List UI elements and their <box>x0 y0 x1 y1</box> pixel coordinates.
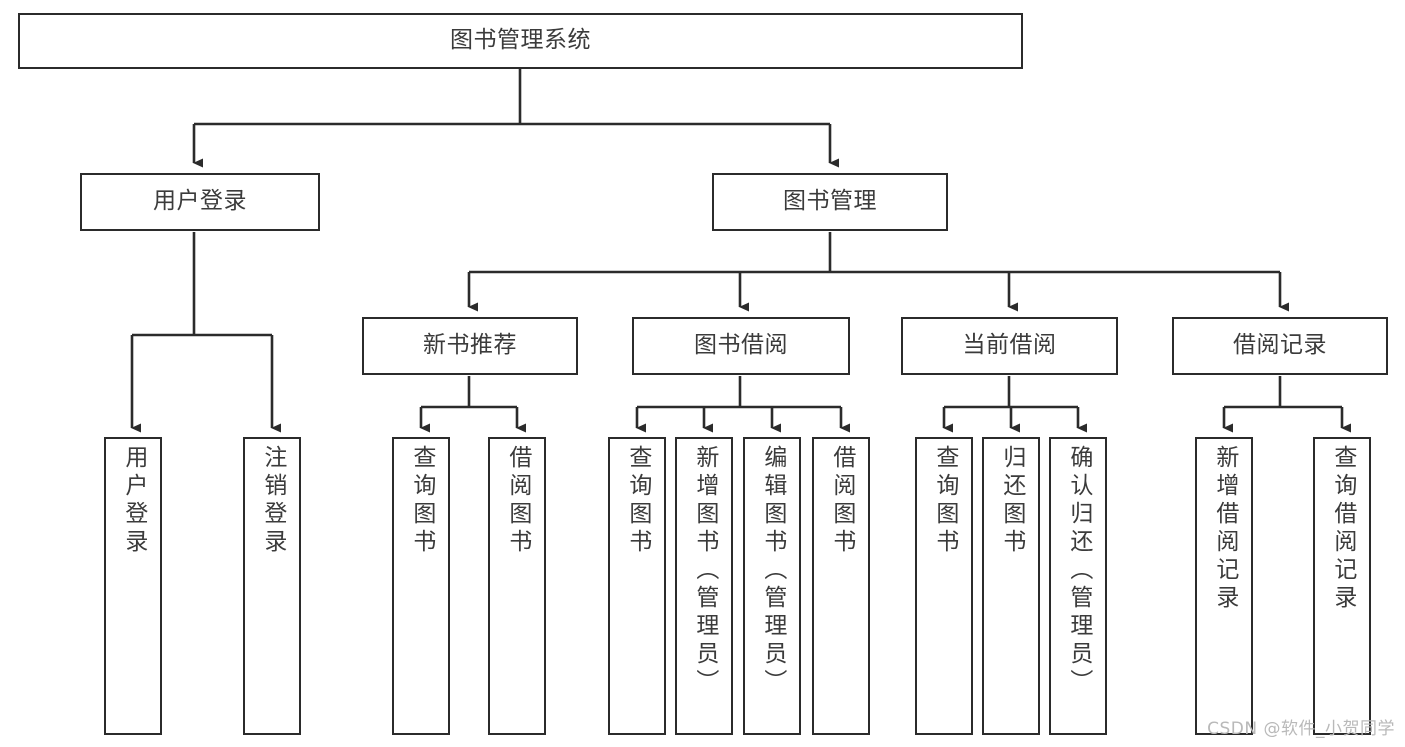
leaf-query-borrow-record[interactable]: 查询借阅记录 <box>1313 437 1371 735</box>
node-label: 借阅记录 <box>1233 332 1327 359</box>
node-label: 确认归还（管理员） <box>1065 445 1092 697</box>
node-label: 新增借阅记录 <box>1211 445 1238 613</box>
leaf-user-login[interactable]: 用户登录 <box>104 437 162 735</box>
node-label: 注销登录 <box>259 445 286 557</box>
leaf-return-book[interactable]: 归还图书 <box>982 437 1040 735</box>
node-label: 图书借阅 <box>694 332 788 359</box>
node-label: 图书管理系统 <box>450 27 591 54</box>
node-label: 查询图书 <box>624 445 651 557</box>
node-book-management[interactable]: 图书管理 <box>712 173 948 231</box>
node-user-login[interactable]: 用户登录 <box>80 173 320 231</box>
node-new-book-recommend[interactable]: 新书推荐 <box>362 317 578 375</box>
node-label: 编辑图书（管理员） <box>759 445 786 697</box>
node-root-book-management-system[interactable]: 图书管理系统 <box>18 13 1023 69</box>
leaf-edit-book-admin[interactable]: 编辑图书（管理员） <box>743 437 801 735</box>
leaf-query-book-recommend[interactable]: 查询图书 <box>392 437 450 735</box>
node-label: 当前借阅 <box>962 332 1057 359</box>
leaf-add-borrow-record[interactable]: 新增借阅记录 <box>1195 437 1253 735</box>
node-current-borrow[interactable]: 当前借阅 <box>901 317 1118 375</box>
node-label: 借阅图书 <box>504 445 531 557</box>
node-borrow-record[interactable]: 借阅记录 <box>1172 317 1388 375</box>
leaf-borrow-book[interactable]: 借阅图书 <box>812 437 870 735</box>
leaf-query-book-borrow[interactable]: 查询图书 <box>608 437 666 735</box>
leaf-add-book-admin[interactable]: 新增图书（管理员） <box>675 437 733 735</box>
watermark-text: CSDN @软件_小贺同学 <box>1207 719 1395 739</box>
node-label: 查询图书 <box>931 445 958 557</box>
node-label: 查询图书 <box>408 445 435 557</box>
node-label: 图书管理 <box>783 188 877 215</box>
node-label: 查询借阅记录 <box>1329 445 1356 613</box>
node-label: 新增图书（管理员） <box>691 445 718 697</box>
node-label: 借阅图书 <box>828 445 855 557</box>
node-label: 归还图书 <box>998 445 1025 557</box>
node-book-borrow[interactable]: 图书借阅 <box>632 317 850 375</box>
leaf-confirm-return-admin[interactable]: 确认归还（管理员） <box>1049 437 1107 735</box>
node-label: 新书推荐 <box>423 332 517 359</box>
leaf-query-book-current[interactable]: 查询图书 <box>915 437 973 735</box>
leaf-borrow-book-recommend[interactable]: 借阅图书 <box>488 437 546 735</box>
node-label: 用户登录 <box>153 188 247 215</box>
leaf-logout[interactable]: 注销登录 <box>243 437 301 735</box>
node-label: 用户登录 <box>120 445 147 557</box>
